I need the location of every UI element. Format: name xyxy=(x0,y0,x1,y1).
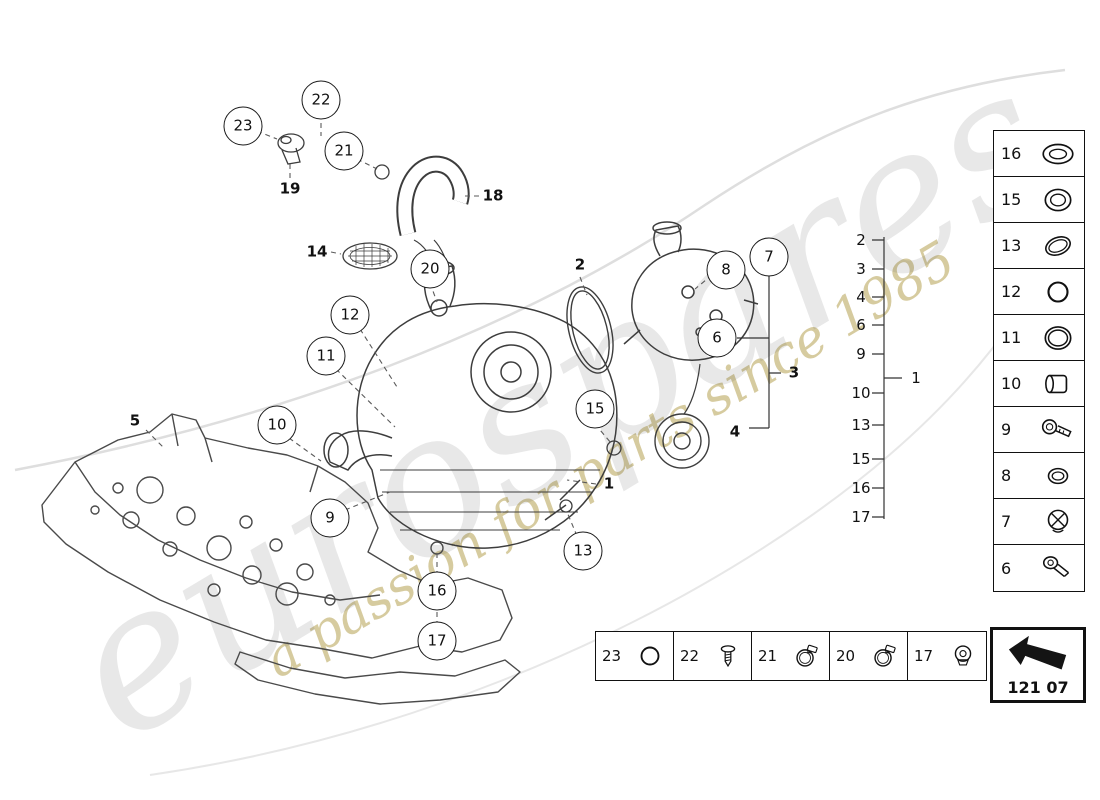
o-ring-small-icon xyxy=(1039,278,1077,306)
side-legend-row-15[interactable]: 15 xyxy=(994,177,1084,223)
assembly-ref-3: 3 xyxy=(856,260,866,278)
side-legend-row-12[interactable]: 12 xyxy=(994,269,1084,315)
cap-icon xyxy=(1039,508,1077,536)
side-legend-row-8[interactable]: 8 xyxy=(994,453,1084,499)
direction-arrow-icon xyxy=(993,630,1083,676)
assembly-ref-13: 13 xyxy=(851,416,871,434)
side-legend-row-7[interactable]: 7 xyxy=(994,499,1084,545)
part-code-box: 121 07 xyxy=(990,627,1086,703)
part-ref: 10 xyxy=(1001,374,1022,393)
hose-clamp-icon xyxy=(867,643,901,669)
callout-21[interactable]: 21 xyxy=(324,131,364,171)
part-ref: 16 xyxy=(1001,144,1022,163)
side-legend-row-6[interactable]: 6 xyxy=(994,545,1084,591)
assembly-ref-4: 4 xyxy=(856,288,866,306)
side-legend-row-16[interactable]: 16 xyxy=(994,131,1084,177)
callout-3[interactable]: 3 xyxy=(788,363,800,382)
part-ref: 11 xyxy=(1001,328,1022,347)
seal-ring-icon xyxy=(1039,186,1077,214)
bottom-legend-cell-21[interactable]: 21 xyxy=(752,632,830,680)
washer-icon xyxy=(1039,140,1077,168)
side-legend-row-13[interactable]: 13 xyxy=(994,223,1084,269)
assembly-ref-10: 10 xyxy=(851,384,871,402)
torx-bolt-icon xyxy=(1039,416,1077,444)
side-legend-row-9[interactable]: 9 xyxy=(994,407,1084,453)
hose-clamp-icon xyxy=(789,643,823,669)
callout-15[interactable]: 15 xyxy=(575,389,615,429)
assembly-ref-17: 17 xyxy=(851,508,871,526)
o-ring-small-icon xyxy=(633,643,667,669)
plug-icon xyxy=(946,643,980,669)
seal-small-icon xyxy=(1039,462,1077,490)
callout-19[interactable]: 19 xyxy=(279,179,301,198)
callout-6[interactable]: 6 xyxy=(697,318,737,358)
callout-12[interactable]: 12 xyxy=(330,295,370,335)
assembly-ref-6: 6 xyxy=(856,316,866,334)
callout-8[interactable]: 8 xyxy=(706,250,746,290)
callout-23[interactable]: 23 xyxy=(223,106,263,146)
part-ref: 22 xyxy=(680,647,700,665)
part-ref: 15 xyxy=(1001,190,1022,209)
part-ref: 23 xyxy=(602,647,622,665)
assembly-ref-2: 2 xyxy=(856,231,866,249)
side-parts-legend: 16 15 13 12 11 10 9 8 7 6 xyxy=(993,130,1085,592)
part-ref: 9 xyxy=(1001,420,1012,439)
socket-bolt-icon xyxy=(1039,554,1077,582)
assembly-ref-16: 16 xyxy=(851,479,871,497)
part-ref: 12 xyxy=(1001,282,1022,301)
o-ring-tilted-icon xyxy=(1039,232,1077,260)
callout-5[interactable]: 5 xyxy=(129,411,141,430)
assembly-group-label: 1 xyxy=(911,369,921,387)
callout-16[interactable]: 16 xyxy=(417,571,457,611)
callout-4[interactable]: 4 xyxy=(729,422,741,441)
screw-icon xyxy=(711,643,745,669)
part-ref: 8 xyxy=(1001,466,1012,485)
bushing-icon xyxy=(1039,370,1077,398)
side-legend-row-10[interactable]: 10 xyxy=(994,361,1084,407)
bottom-legend-cell-20[interactable]: 20 xyxy=(830,632,908,680)
part-code: 121 07 xyxy=(1007,678,1069,697)
callout-9[interactable]: 9 xyxy=(310,498,350,538)
part-ref: 13 xyxy=(1001,236,1022,255)
part-ref: 6 xyxy=(1001,558,1012,578)
assembly-ref-15: 15 xyxy=(851,450,871,468)
callout-11[interactable]: 11 xyxy=(306,336,346,376)
callout-13[interactable]: 13 xyxy=(563,531,603,571)
side-legend-row-11[interactable]: 11 xyxy=(994,315,1084,361)
bottom-parts-legend: 23 22 21 20 17 xyxy=(595,631,987,681)
bottom-legend-cell-23[interactable]: 23 xyxy=(596,632,674,680)
bottom-legend-cell-17[interactable]: 17 xyxy=(908,632,986,680)
part-ref: 21 xyxy=(758,647,778,665)
callout-17[interactable]: 17 xyxy=(417,621,457,661)
part-ref: 20 xyxy=(836,647,856,665)
callout-14[interactable]: 14 xyxy=(306,242,328,261)
callout-22[interactable]: 22 xyxy=(301,80,341,120)
callout-20[interactable]: 20 xyxy=(410,249,450,289)
callout-2[interactable]: 2 xyxy=(574,255,586,274)
assembly-ref-9: 9 xyxy=(856,345,866,363)
bottom-legend-cell-22[interactable]: 22 xyxy=(674,632,752,680)
callout-18[interactable]: 18 xyxy=(482,186,504,205)
callout-7[interactable]: 7 xyxy=(749,237,789,277)
callout-10[interactable]: 10 xyxy=(257,405,297,445)
part-ref: 7 xyxy=(1001,512,1012,531)
o-ring-large-icon xyxy=(1039,324,1077,352)
part-ref: 17 xyxy=(914,647,934,665)
callout-1[interactable]: 1 xyxy=(603,474,615,493)
